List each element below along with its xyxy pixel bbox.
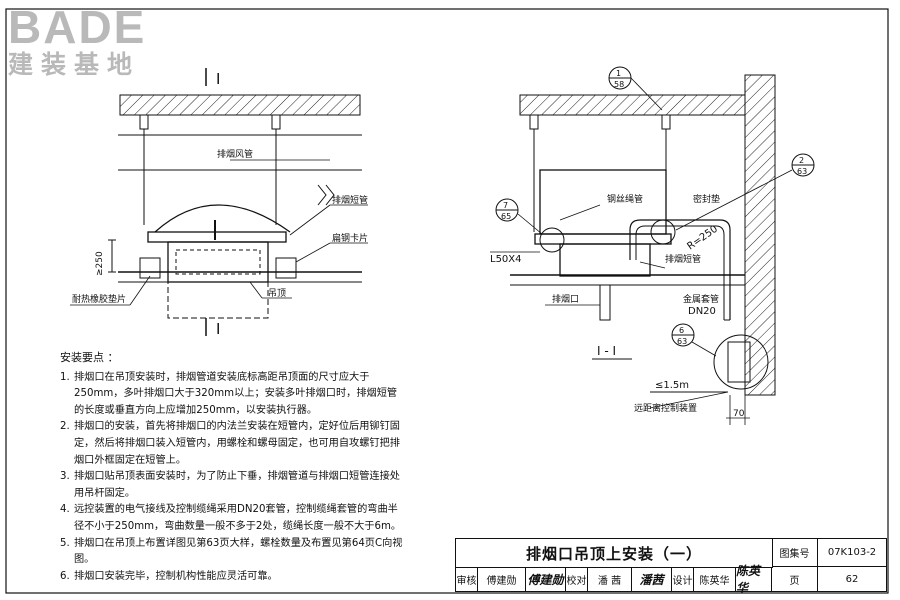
section-mark-top: I (216, 70, 220, 88)
flange-left (147, 231, 287, 243)
label-wire-rope: 钢丝绳管 (607, 193, 643, 205)
dim-250-label: ≥250 (95, 251, 105, 276)
label-flat-steel-clip: 扁钢卡片 (332, 232, 368, 244)
note-number: 1. (60, 371, 70, 383)
concrete-slab-left (119, 94, 361, 116)
label-seal-pad: 密封垫 (693, 193, 720, 205)
control-cable (629, 219, 731, 320)
note-text: 远控装置的电气接线及控制缆绳采用DN20套管，控制缆绳套管的弯曲半径不小于250… (74, 504, 402, 532)
check-label: 校对 (566, 567, 588, 591)
svg-text:63: 63 (677, 337, 687, 346)
svg-text:58: 58 (614, 80, 624, 89)
note-text: 排烟口在吊顶上布置详图见第63页大样，螺栓数量及布置见第64页C向视图。 (74, 537, 403, 566)
label-short-pipe-right: 排烟短管 (665, 253, 701, 265)
checker-name: 潘 茜 (588, 567, 632, 591)
logo-sub-text: 建装基地 (8, 50, 141, 79)
page-number: 62 (845, 573, 859, 585)
section-mark-bottom: I (216, 320, 220, 338)
svg-text:6: 6 (679, 326, 684, 335)
checker-signature: 潘茜 (632, 567, 672, 591)
svg-text:2: 2 (799, 156, 804, 165)
note-text: 排烟口安装完毕，控制机构性能应灵活可靠。 (74, 570, 278, 582)
note-item-3: 3. 排烟口贴吊顶表面安装时，为了防止下垂，排烟管道与排烟口短管连接处用吊杆固定… (60, 469, 405, 502)
hanger-left-2 (271, 114, 281, 225)
svg-text:63: 63 (797, 167, 807, 176)
drawing-title: 排烟口吊顶上安装（一） (456, 539, 773, 568)
ref-bubble-1: 1 58 (608, 66, 663, 111)
remote-device-box (727, 341, 751, 383)
note-number: 3. (60, 471, 70, 483)
left-view: I (70, 68, 368, 338)
short-pipe-right (559, 243, 651, 277)
label-metal-sleeve: 金属套管 (683, 293, 719, 305)
installation-notes: 安装要点 ： 1. 排烟口在吊顶安装时，排烟管道安装底标高距吊顶面的尺寸应大于2… (60, 350, 405, 585)
reviewer-name: 傅建勋 (478, 567, 526, 591)
label-distance: ≤1.5m (655, 380, 689, 391)
dim-70-label: 70 (733, 409, 745, 419)
label-rubber-pad: 耐热橡胶垫片 (72, 293, 126, 305)
svg-text:65: 65 (501, 212, 511, 221)
duct-box-right (539, 169, 667, 235)
sheet-frame (5, 8, 889, 594)
ref-bubble-6: 6 63 (671, 323, 717, 357)
note-text: 排烟口的安装，首先将排烟口的内法兰安装在短管内，定好位后用铆钉固定，然后将排烟口… (74, 421, 400, 466)
note-number: 6. (60, 570, 70, 582)
logo-main-text: BADE (8, 1, 147, 53)
right-view: 1 58 2 63 7 65 6 63 钢丝绳管 密封垫 (490, 66, 815, 425)
concrete-slab-right (519, 94, 746, 116)
note-number: 5. (60, 537, 70, 549)
label-dn20: DN20 (688, 306, 716, 317)
label-short-pipe-left: 排烟短管 (332, 194, 368, 206)
note-text: 排烟口贴吊顶表面安装时，为了防止下垂，排烟管道与排烟口短管连接处用吊杆固定。 (74, 471, 400, 499)
dome-cap (154, 204, 291, 233)
atlas-label: 图集号 (772, 539, 818, 567)
label-exhaust-duct: 排烟风管 (217, 148, 253, 160)
title-block: 排烟口吊顶上安装（一） 图集号 07K103-2 审核 傅建勋 傅建勋 校对 潘… (455, 538, 887, 595)
svg-text:7: 7 (503, 201, 508, 210)
short-pipe-left (167, 241, 269, 283)
designer-name: 陈英华 (694, 567, 736, 591)
note-item-4: 4. 远控装置的电气接线及控制缆绳采用DN20套管，控制缆绳套管的弯曲半径不小于… (60, 502, 405, 535)
ref-bubble-7: 7 65 (495, 198, 543, 235)
label-outlet: 排烟口 (552, 293, 579, 305)
designer-signature: 陈英华 (736, 564, 772, 595)
page-label: 页 (772, 567, 818, 591)
atlas-value: 07K103-2 (818, 539, 886, 567)
hanger-right-1 (529, 114, 539, 232)
detail-circle-2 (650, 219, 676, 245)
note-item-2: 2. 排烟口的安装，首先将排烟口的内法兰安装在短管内，定好位后用铆钉固定，然后将… (60, 419, 405, 469)
detail-circle-3 (713, 334, 769, 390)
note-text: 排烟口在吊顶安装时，排烟管道安装底标高距吊顶面的尺寸应大于250mm，多叶排烟口… (74, 371, 398, 416)
section-label-right: I - I (597, 344, 616, 358)
label-radius: R=250 (685, 224, 720, 253)
notes-title: 安装要点 ： (60, 351, 119, 364)
detail-circle-1 (539, 227, 565, 253)
label-ceiling: 吊顶 (268, 288, 286, 299)
note-number: 4. (60, 504, 70, 516)
label-angle: L50X4 (490, 254, 522, 265)
ref-bubble-2: 2 63 (675, 153, 815, 231)
note-item-1: 1. 排烟口在吊顶安装时，排烟管道安装底标高距吊顶面的尺寸应大于250mm，多叶… (60, 370, 405, 420)
note-number: 2. (60, 421, 70, 433)
label-remote-device: 远距离控制装置 (634, 402, 697, 414)
hanger-left-1 (139, 114, 149, 225)
review-label: 审核 (456, 567, 478, 591)
note-item-6: 6. 排烟口安装完毕，控制机构性能应灵活可靠。 (60, 569, 405, 586)
design-label: 设计 (672, 567, 694, 591)
reviewer-signature: 傅建勋 (526, 567, 566, 591)
svg-text:1: 1 (616, 69, 621, 78)
note-item-5: 5. 排烟口在吊顶上布置详图见第63页大样，螺栓数量及布置见第64页C向视图。 (60, 536, 405, 569)
bade-logo: BADE 建装基地 (8, 4, 146, 80)
